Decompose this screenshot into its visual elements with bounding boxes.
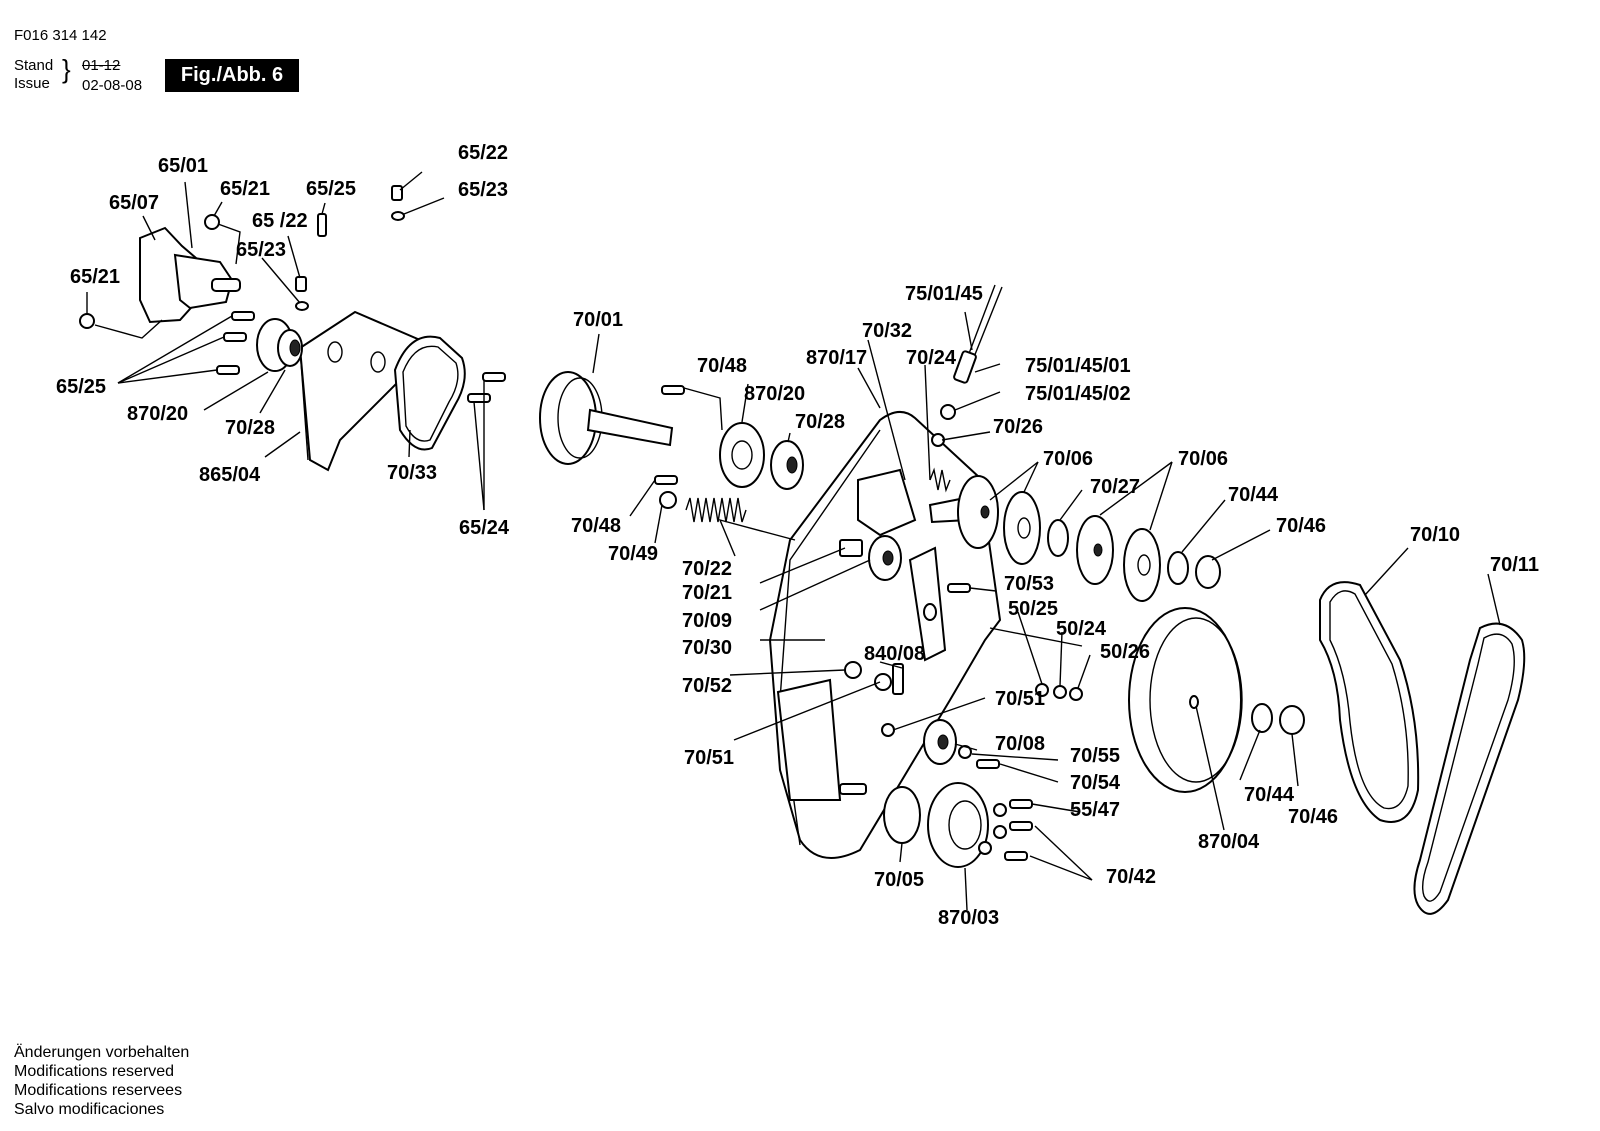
callout-label: 50/26 [1100, 641, 1150, 663]
callout-label: 70/28 [225, 417, 275, 439]
motor-housing-drawing [139, 226, 241, 324]
callout-label: 840/08 [864, 643, 925, 665]
mounting-bracket-drawing [298, 310, 422, 472]
callout-label: 70/46 [1276, 515, 1326, 537]
v-belt-70-10-drawing [1319, 581, 1420, 823]
callout-label: 65/23 [458, 179, 508, 201]
callout-label: 65/21 [220, 178, 270, 200]
callout-label: 70/44 [1244, 784, 1295, 806]
callout-label: 70/22 [682, 558, 732, 580]
v-belt-70-11-drawing [1413, 622, 1526, 915]
drive-belt-small-drawing [393, 335, 466, 451]
callout-label: 70/48 [571, 515, 621, 537]
callout-label: 75/01/45 [905, 283, 983, 305]
callout-label: 70/51 [684, 747, 734, 769]
callout-label: 70/06 [1178, 448, 1228, 470]
callout-label: 70/33 [387, 462, 437, 484]
callout-label: 65/01 [158, 155, 208, 177]
callout-label: 70/01 [573, 309, 623, 331]
callout-label: 70/05 [874, 869, 924, 891]
callout-label: 50/24 [1056, 618, 1107, 640]
stand-label: Stand [14, 57, 54, 74]
callout-label: 870/20 [744, 383, 805, 405]
callout-label: 870/20 [127, 403, 188, 425]
callout-label: 75/01/45/01 [1025, 355, 1131, 377]
callout-label: 870/17 [806, 347, 867, 369]
large-pulley-drawing [1035, 607, 1305, 793]
callout-label: 70/21 [682, 582, 732, 604]
callout-label: 70/51 [995, 688, 1045, 710]
flange-bearing-drawing [256, 318, 303, 372]
callout-label: 65/07 [109, 192, 159, 214]
callout-label: 70/26 [993, 416, 1043, 438]
callout-label: 55/47 [1070, 799, 1120, 821]
callout-label: 70/44 [1228, 484, 1279, 506]
callout-label: 70/55 [1070, 745, 1120, 767]
issue-date: 02-08-08 [82, 77, 143, 94]
callout-label: 865/04 [199, 464, 261, 486]
callout-label: 70/46 [1288, 806, 1338, 828]
callout-label: 70/06 [1043, 448, 1093, 470]
callout-label: 70/52 [682, 675, 732, 697]
callout-label: 65/25 [56, 376, 106, 398]
footer-line-fr: Modifications reservees [14, 1082, 183, 1099]
callout-label: 65 /22 [252, 210, 308, 232]
pulley-stack-drawing [928, 475, 1221, 602]
bearing-flange-drawing [719, 422, 804, 490]
part-number: F016 314 142 [14, 27, 107, 44]
callout-label: 70/53 [1004, 573, 1054, 595]
callout-label: 70/09 [682, 610, 732, 632]
brace-icon: } [62, 54, 71, 84]
footer-line-es: Salvo modificaciones [14, 1101, 165, 1118]
callout-label: 70/48 [697, 355, 747, 377]
footer-line-en: Modifications reserved [14, 1063, 175, 1080]
idler-pulley-drawing [923, 719, 1000, 769]
callout-label: 70/49 [608, 543, 658, 565]
callout-label: 65/21 [70, 266, 120, 288]
callout-label: 70/27 [1090, 476, 1140, 498]
callout-label: 870/03 [938, 907, 999, 929]
old-date: 01-12 [82, 57, 121, 74]
callout-label: 70/10 [1410, 524, 1460, 546]
callout-label: 70/08 [995, 733, 1045, 755]
lower-pulley-drawing [883, 782, 1033, 868]
callout-label: 65/23 [236, 239, 286, 261]
callout-label: 65/25 [306, 178, 356, 200]
callout-label: 70/24 [906, 347, 957, 369]
callout-labels: 65/01 65/07 65/21 65/21 65/25 65 /22 65/… [56, 142, 1539, 929]
compression-spring-drawing [654, 385, 747, 523]
callout-label: 75/01/45/02 [1025, 383, 1131, 405]
callout-label: 70/28 [795, 411, 845, 433]
belt-guard-housing-drawing [768, 411, 1002, 859]
figure-badge: Fig./Abb. 6 [165, 59, 299, 92]
issue-label: Issue [14, 75, 50, 92]
footer-line-de: Änderungen vorbehalten [14, 1044, 190, 1061]
callout-label: 70/11 [1490, 554, 1539, 576]
callout-label: 70/42 [1106, 866, 1156, 888]
callout-label: 870/04 [1198, 831, 1260, 853]
callout-label: 65/22 [458, 142, 508, 164]
callout-label: 70/30 [682, 637, 732, 659]
callout-label: 50/25 [1008, 598, 1058, 620]
callout-label: 70/32 [862, 320, 912, 342]
cable-drawing [931, 284, 1003, 447]
leader-lines [86, 171, 1501, 911]
callout-label: 65/24 [459, 517, 510, 539]
callout-label: 70/54 [1070, 772, 1121, 794]
toothed-pulley-shaft-drawing [539, 371, 674, 465]
